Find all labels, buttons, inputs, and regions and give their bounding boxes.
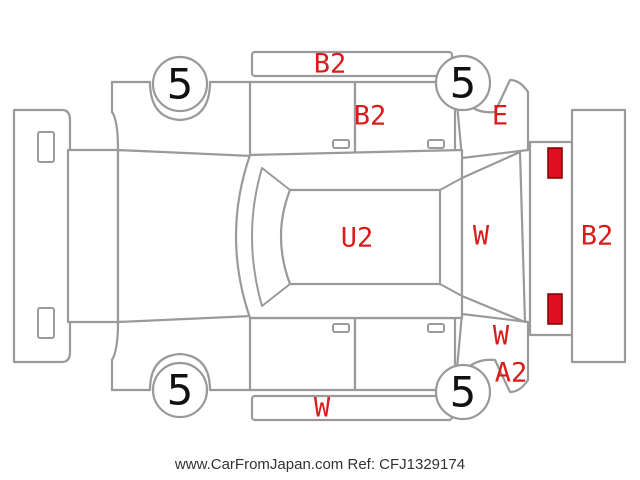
lower-side-panels bbox=[110, 312, 530, 394]
upper-side-panels bbox=[110, 78, 530, 160]
tire-front-left: 5 bbox=[151, 55, 209, 113]
footer-site: www.CarFromJapan.com bbox=[174, 456, 344, 473]
damage-code-rear-bumper: B2 bbox=[581, 221, 614, 252]
damage-code-upper-quarter: E bbox=[492, 101, 508, 132]
rear-lamp-bottom bbox=[547, 293, 563, 325]
top-rocker-strip bbox=[250, 50, 454, 78]
damage-code-bottom-panel: W bbox=[314, 393, 331, 424]
cabin bbox=[234, 148, 464, 320]
damage-code-upper-door: B2 bbox=[354, 101, 387, 132]
damage-code-lower-quarter-a2: A2 bbox=[495, 358, 528, 389]
tire-rear-right: 5 bbox=[434, 363, 492, 421]
footer-credit: www.CarFromJapan.com Ref: CFJ1329174 bbox=[0, 456, 640, 473]
tire-rear-right-rating: 5 bbox=[450, 368, 477, 417]
footer-ref: Ref: CFJ1329174 bbox=[347, 456, 466, 473]
damage-code-roof: U2 bbox=[341, 223, 374, 254]
tire-rear-left-rating: 5 bbox=[450, 59, 477, 108]
damage-code-lower-quarter-w: W bbox=[493, 321, 510, 352]
damage-code-top-panel: B2 bbox=[314, 49, 347, 80]
hood bbox=[66, 148, 252, 324]
damage-code-rear-glass: W bbox=[473, 221, 490, 252]
tire-rear-left: 5 bbox=[434, 54, 492, 112]
front-bumper bbox=[12, 108, 72, 364]
rear-bumper bbox=[528, 108, 627, 364]
rear-lamp-top bbox=[547, 147, 563, 179]
tire-front-left-rating: 5 bbox=[167, 60, 194, 109]
rear-glass bbox=[460, 150, 527, 324]
bottom-rocker-strip bbox=[250, 394, 454, 422]
tire-front-right: 5 bbox=[151, 361, 209, 419]
tire-front-right-rating: 5 bbox=[167, 366, 194, 415]
